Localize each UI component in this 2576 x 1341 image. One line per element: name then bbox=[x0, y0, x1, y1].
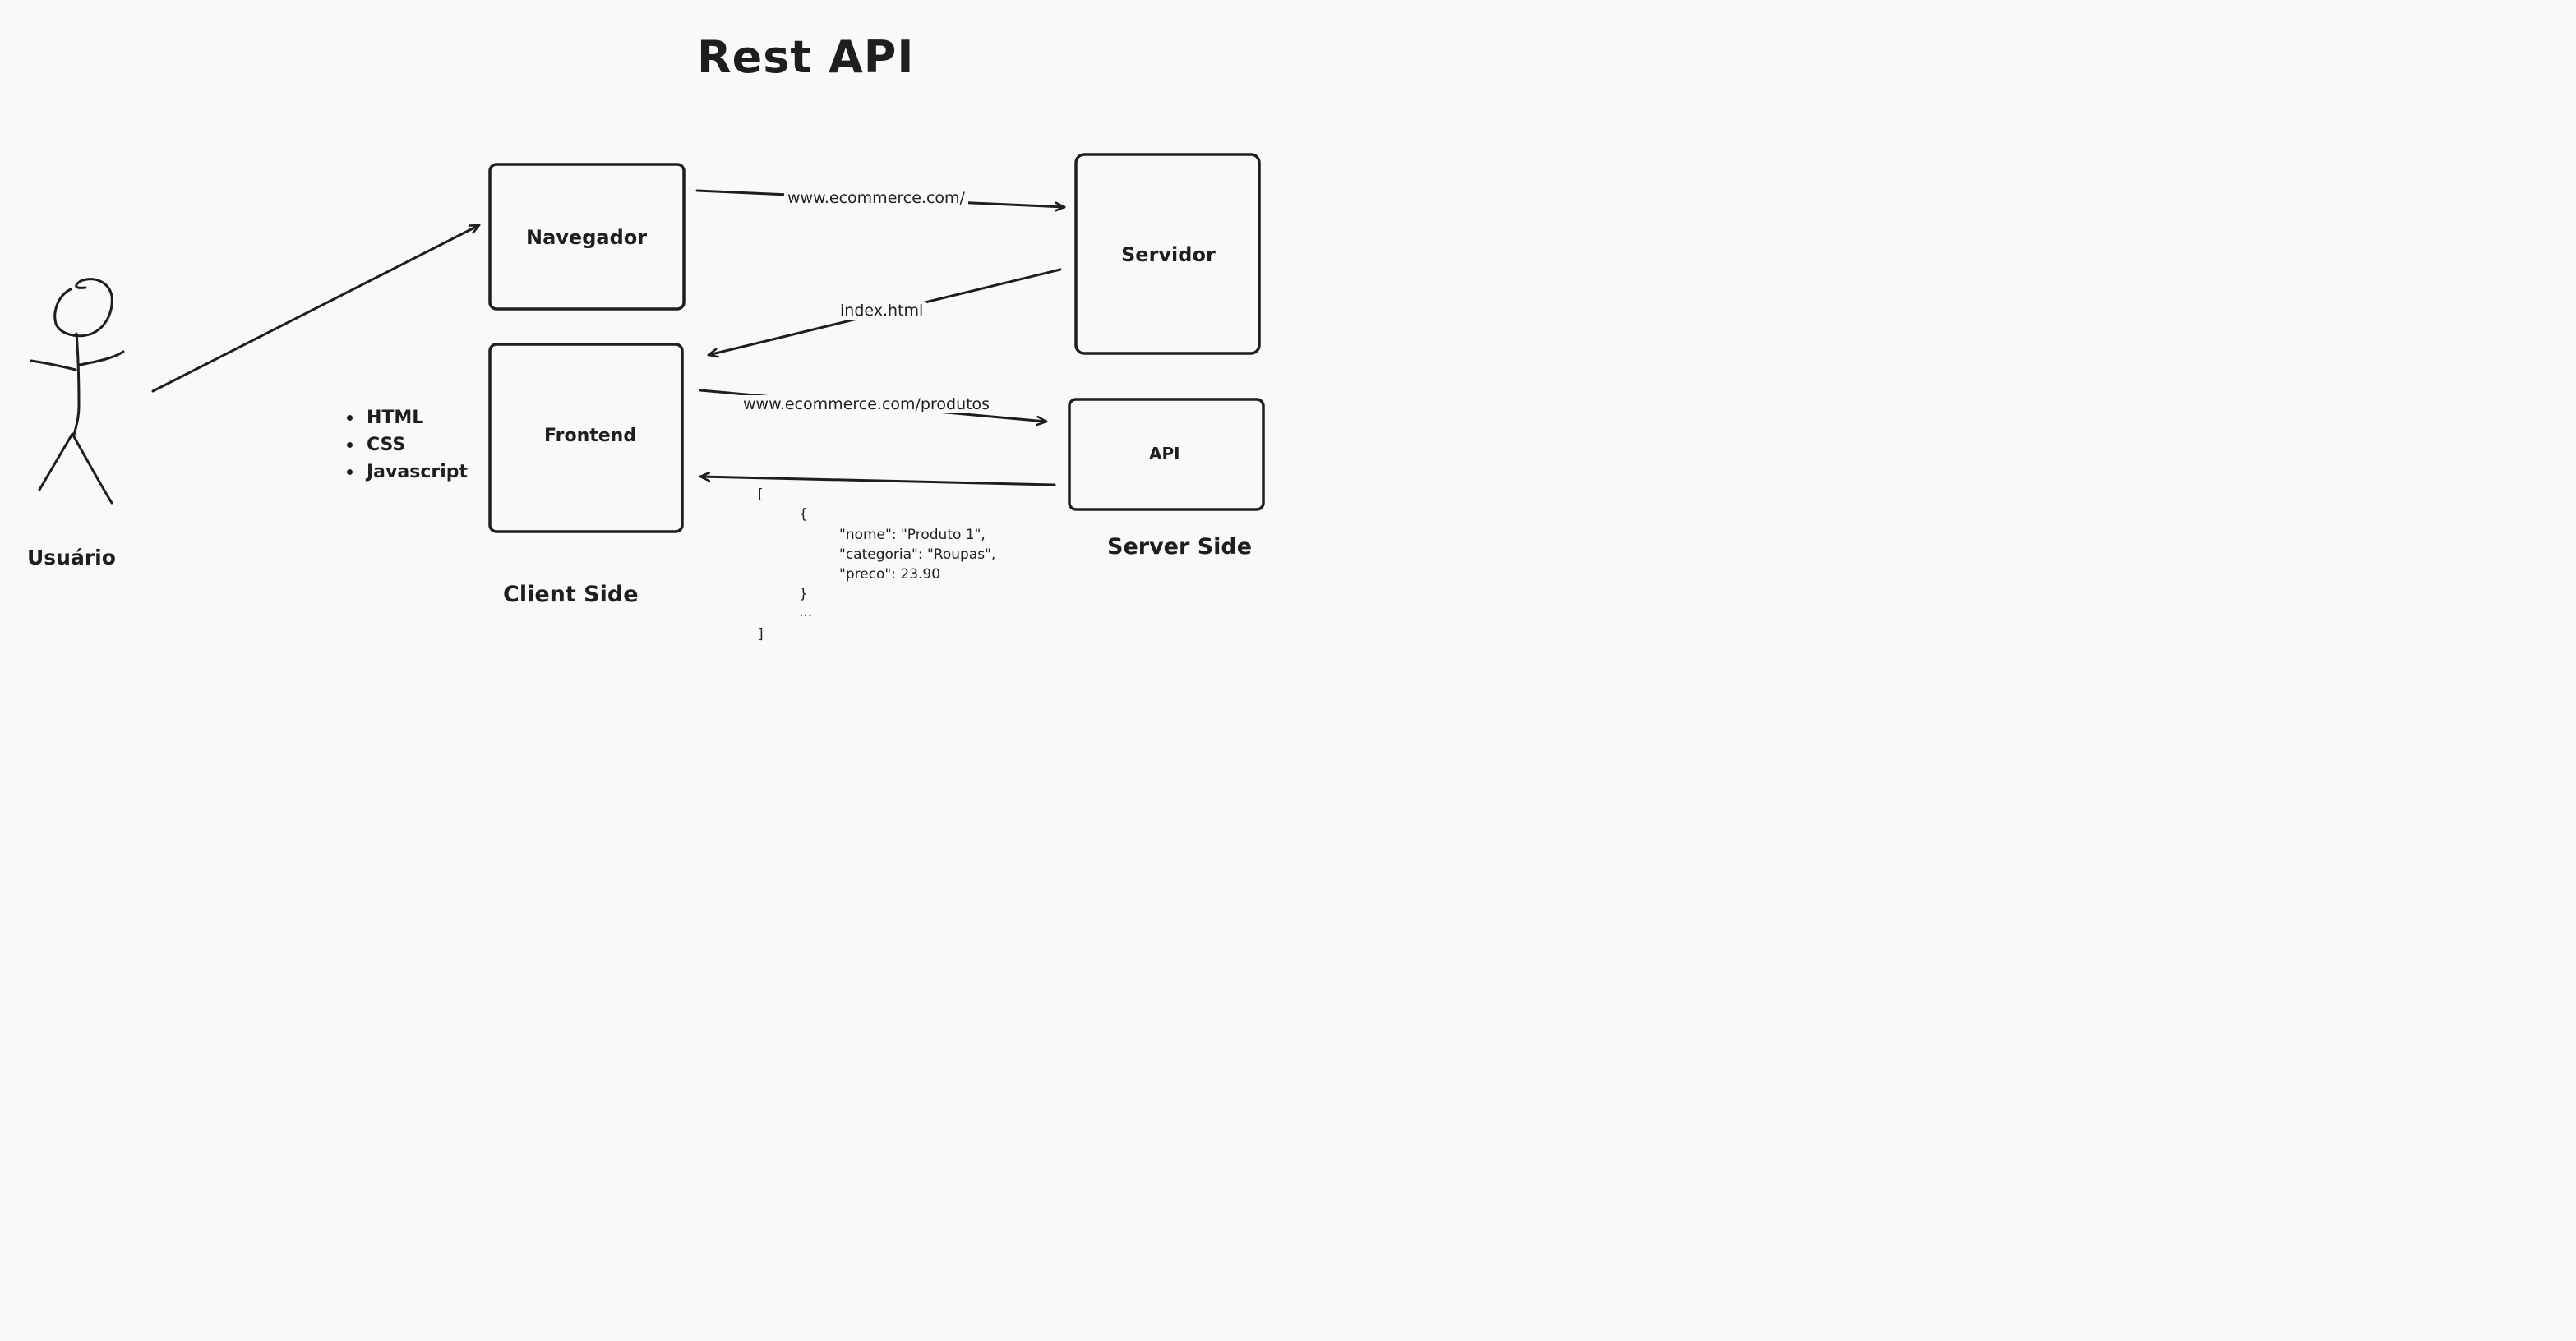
edge-label-www: www.ecommerce.com/ bbox=[784, 189, 968, 207]
edge-label-index: index.html bbox=[837, 302, 927, 320]
diagram-title: Rest API bbox=[697, 31, 915, 83]
api-label: API bbox=[1149, 444, 1180, 463]
stick-figure-icon bbox=[30, 278, 125, 505]
usuario-label: Usuário bbox=[27, 546, 116, 569]
navegador-label: Navegador bbox=[526, 226, 648, 249]
frontend-box bbox=[488, 343, 684, 533]
api-box bbox=[1068, 398, 1265, 511]
json-line-nome: "nome": "Produto 1", bbox=[839, 527, 986, 543]
servidor-box bbox=[1074, 153, 1261, 355]
json-close-brace: } bbox=[799, 586, 808, 602]
servidor-label: Servidor bbox=[1121, 243, 1216, 266]
diagram-canvas bbox=[30, 153, 1265, 533]
frontend-label: Frontend bbox=[544, 426, 637, 446]
user-to-navegador-arrow bbox=[151, 224, 481, 393]
navegador-box bbox=[488, 163, 686, 311]
json-ellipsis: ... bbox=[799, 604, 813, 620]
tech-item-javascript: Javascript bbox=[347, 459, 468, 486]
json-line-categoria: "categoria": "Roupas", bbox=[839, 546, 996, 563]
json-open-bracket: [ bbox=[758, 486, 764, 503]
tech-list: HTML CSS Javascript bbox=[347, 404, 468, 486]
json-line-preco: "preco": 23.90 bbox=[839, 566, 941, 583]
client-side-label: Client Side bbox=[503, 582, 639, 607]
api-to-frontend-arrow bbox=[699, 477, 1056, 486]
tech-item-html: HTML bbox=[347, 404, 468, 431]
tech-item-css: CSS bbox=[347, 431, 468, 459]
json-close-bracket: ] bbox=[758, 626, 764, 643]
edge-label-produtos: www.ecommerce.com/produtos bbox=[740, 395, 994, 413]
json-open-brace: { bbox=[799, 506, 808, 523]
server-side-label: Server Side bbox=[1107, 534, 1253, 560]
